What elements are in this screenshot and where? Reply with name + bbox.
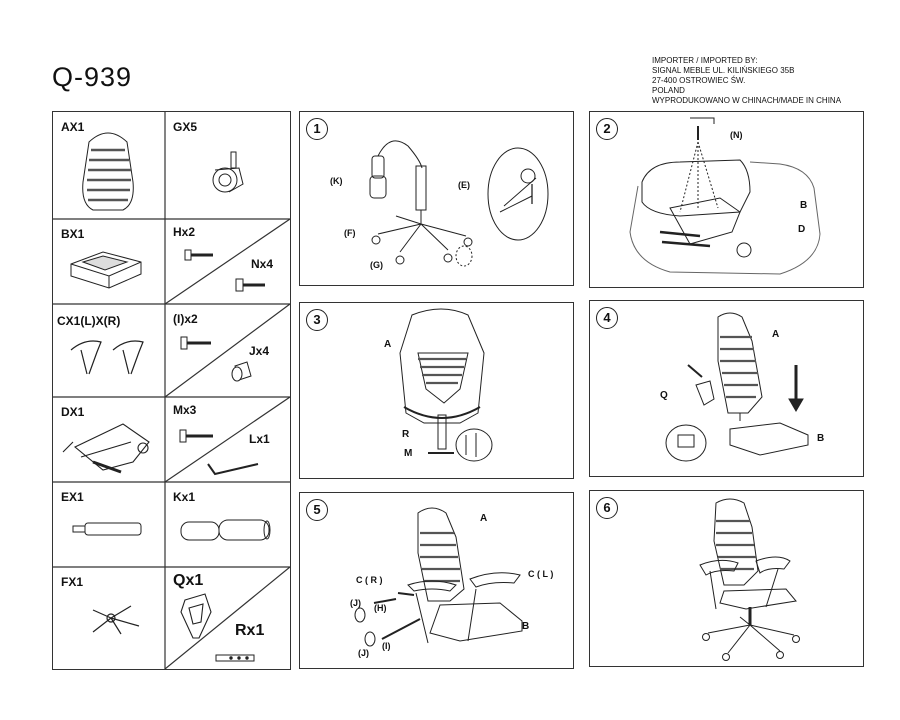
r-bracket-drawing (215, 654, 255, 662)
step-1-panel: 1 (K) (E) (F) (G) (299, 111, 574, 286)
callout-a: A (480, 513, 488, 524)
part-label-gx: GX5 (173, 120, 198, 134)
importer-line: WYPRODUKOWANO W CHINACH/MADE IN CHINA (652, 96, 842, 105)
callout-q: Q (660, 390, 668, 401)
part-label-bx: BX1 (61, 227, 85, 241)
step-6-drawing (699, 498, 800, 661)
step-4-drawing (665, 312, 809, 462)
step-6-number: 6 (596, 497, 618, 519)
importer-line: IMPORTER / IMPORTED BY: (652, 56, 758, 65)
step-5-panel: 5 A C ( R ) C ( L ) (H) (J) (J) (I) B (299, 492, 574, 669)
screw-m-drawing (179, 429, 213, 443)
part-label-jx: Jx4 (249, 344, 270, 358)
importer-line: POLAND (652, 86, 685, 95)
callout-b: B (800, 200, 808, 211)
step-6-panel: 6 (589, 490, 864, 667)
seat-drawing (70, 251, 142, 289)
callout-j-upper: (J) (350, 598, 361, 608)
parts-table: AX1 GX5 BX1 Hx2 Nx4 CX1(L)X(R) (I)x2 Jx4… (52, 111, 291, 670)
part-label-hx: Hx2 (173, 225, 196, 239)
base-drawing (92, 605, 140, 635)
callout-g: (G) (370, 260, 383, 270)
step-3-number: 3 (306, 309, 328, 331)
part-label-qx: Qx1 (173, 572, 204, 589)
callout-c-left: C ( L ) (528, 569, 554, 579)
step-3-panel: 3 A R M (299, 302, 574, 479)
callout-n: (N) (730, 130, 743, 140)
screw-i-drawing (180, 336, 211, 350)
part-label-cx: CX1(L)X(R) (57, 314, 121, 328)
screw-h-drawing (184, 249, 213, 261)
callout-h: (H) (374, 603, 387, 613)
part-label-kx: Kx1 (173, 490, 196, 504)
step-2-panel: 2 (N) B D (589, 111, 864, 288)
step-5-number: 5 (306, 499, 328, 521)
callout-e: (E) (458, 180, 470, 190)
cover-drawing (180, 519, 271, 541)
callout-a: A (384, 339, 392, 350)
part-label-dx: DX1 (61, 405, 85, 419)
allen-key-drawing (207, 463, 259, 476)
part-label-fx: FX1 (61, 575, 84, 589)
part-label-lx: Lx1 (249, 432, 270, 446)
callout-m: M (404, 448, 413, 459)
backrest-drawing (82, 132, 134, 211)
part-label-rx: Rx1 (235, 622, 265, 639)
callout-b: B (817, 433, 825, 444)
model-number: Q-939 (52, 62, 133, 92)
callout-d: D (798, 224, 806, 235)
armrests-drawing (70, 340, 144, 375)
callout-j-lower: (J) (358, 648, 369, 658)
caster-drawing (212, 151, 244, 193)
step-4-number: 4 (596, 307, 618, 329)
step-4-panel: 4 A Q B (589, 300, 864, 477)
part-label-ex: EX1 (61, 490, 84, 504)
step-1-number: 1 (306, 118, 328, 140)
importer-info: IMPORTER / IMPORTED BY: SIGNAL MEBLE UL.… (652, 56, 841, 106)
part-label-nx: Nx4 (251, 257, 274, 271)
step-3-drawing (399, 308, 493, 462)
callout-f: (F) (344, 228, 356, 238)
callout-r: R (402, 429, 410, 440)
part-label-mx: Mx3 (173, 403, 197, 417)
importer-line: 27-400 OSTROWIEC ŚW. (652, 76, 746, 85)
q-cover-drawing (180, 593, 212, 639)
screw-n-drawing (235, 278, 265, 292)
step-2-drawing (629, 117, 821, 275)
cap-j-drawing (231, 361, 252, 382)
gas-lift-drawing (72, 522, 142, 536)
importer-line: SIGNAL MEBLE UL. KILIŃSKIEGO 35B (652, 66, 795, 75)
step-2-number: 2 (596, 118, 618, 140)
mechanism-drawing (62, 423, 150, 474)
step-1-drawing (369, 140, 549, 267)
part-label-ix: (I)x2 (173, 312, 198, 326)
parts-table-grid (53, 112, 290, 669)
callout-i: (I) (382, 641, 391, 651)
callout-c-right: C ( R ) (356, 575, 383, 585)
callout-k: (K) (330, 176, 343, 186)
part-label-ax: AX1 (61, 120, 85, 134)
step-5-drawing (354, 507, 523, 647)
callout-b: B (522, 621, 530, 632)
callout-a: A (772, 329, 780, 340)
